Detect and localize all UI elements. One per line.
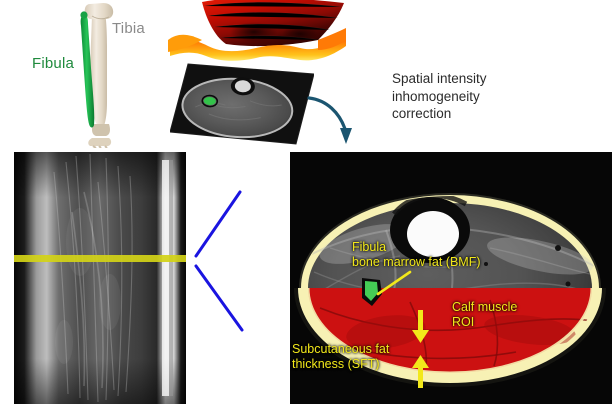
corrected-axial-calf-mri: Fibula bone marrow fat (BMF) Calf muscle… (290, 152, 612, 404)
sft-label-line1: Subcutaneous fat (292, 342, 390, 356)
correction-caption-line1: Spatial intensity (392, 71, 487, 86)
fibula-bmf-label-line1: Fibula (352, 240, 387, 254)
blue-chevron-connector (192, 188, 252, 332)
uncorrected-axial-slice (169, 62, 315, 146)
fibula-label: Fibula (32, 55, 75, 72)
tibia-fibula-bone-illustration (68, 2, 130, 149)
coronal-leg-mri (14, 152, 186, 404)
fibula-bmf-label-line2: bone marrow fat (BMF) (352, 254, 481, 269)
subcutaneous-fat-thickness-label: Subcutaneous fat thickness (SFT) (292, 342, 389, 371)
subcutaneous-fat-thickness-arrows (408, 310, 434, 388)
correction-caption: Spatial intensity inhomogeneity correcti… (392, 70, 487, 123)
sft-label-line2: thickness (SFT) (292, 356, 380, 371)
calf-muscle-roi-label-line1: Calf muscle (452, 300, 518, 314)
fibula-bone-marrow-fat-marker (356, 276, 386, 308)
axial-slice-location-line (14, 255, 186, 262)
calf-muscle-roi-label: Calf muscle ROI (452, 300, 517, 329)
spatial-intensity-inhomogeneity-surface (168, 0, 346, 78)
fibula-bmf-label: Fibula bone marrow fat (BMF) (352, 240, 481, 269)
correction-flow-arrow (306, 92, 368, 148)
correction-caption-line3: correction (392, 106, 452, 121)
bmf-pointer-line (372, 270, 412, 298)
calf-muscle-roi-label-line2: ROI (452, 314, 475, 329)
correction-caption-line2: inhomogeneity (392, 88, 480, 104)
tibia-label: Tibia (112, 20, 145, 37)
